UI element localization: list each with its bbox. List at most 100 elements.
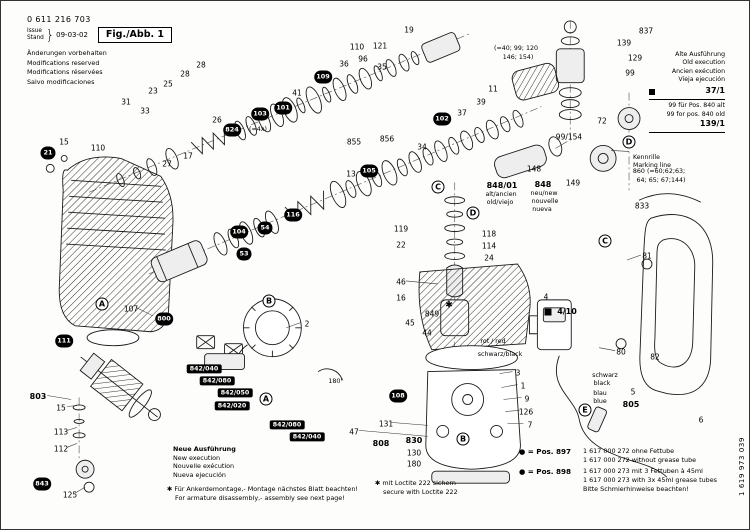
callout-180: 180 — [406, 459, 422, 469]
callout-856: 856 — [379, 134, 395, 144]
callout-842-020: 842/020 — [214, 401, 250, 411]
armature-washers-drawing — [72, 404, 95, 493]
sheet-header: 0 611 216 703 Issue Stand } 09-03-02 Fig… — [27, 15, 173, 87]
kennrille-en: Marking line — [633, 162, 671, 170]
armature-footnote-en: For armature disassembly,- assembly see … — [175, 494, 345, 503]
callout-96: 96 — [358, 54, 368, 64]
callout--: ✱ — [445, 300, 453, 311]
callout-9: 9 — [524, 394, 530, 404]
loctite-footnote: ✱ mit Loctite 222 sichern secure with Lo… — [375, 479, 458, 498]
new-execution-es: Nueva ejecución — [173, 470, 226, 479]
callout-842-040: 842/040 — [186, 364, 222, 374]
callout-54: 54 — [257, 221, 273, 235]
divider — [649, 99, 725, 101]
callout-17: 17 — [183, 151, 193, 161]
issue-date: 09-03-02 — [56, 31, 88, 39]
callout-860-60-62-63-: 860 (=60;62;63; — [632, 167, 686, 175]
callout-4: 4 — [543, 292, 549, 302]
callout-139: 139 — [616, 38, 632, 48]
callout-a: A — [259, 392, 273, 406]
callout-d: D — [466, 206, 480, 220]
loctite-footnote-de: ✱ mit Loctite 222 sichern — [375, 479, 456, 487]
callout-old-viejo: old/viejo — [486, 198, 514, 206]
callout-alt-ancien: alt/ancien — [485, 190, 517, 198]
callout-833: 833 — [634, 201, 650, 211]
old-execution-de: Alte Ausführung — [675, 51, 725, 58]
callout-842-080: 842/080 — [199, 376, 235, 386]
callout-101: 101 — [274, 101, 292, 115]
callout-148: 148 — [526, 164, 542, 174]
callout-842-050: 842/050 — [217, 388, 253, 398]
pos-99-note-en: 99 for pos. 840 old — [666, 110, 725, 118]
issue-label: Issue — [27, 28, 42, 35]
ratchet-gears-drawing — [589, 107, 641, 172]
notice-en: Modifications reserved — [27, 58, 100, 67]
pos-898-label: ● = Pos. 898 — [519, 467, 572, 477]
callout-7: 7 — [527, 420, 533, 430]
callout-118: 118 — [481, 229, 497, 239]
field-stator-drawing — [237, 298, 302, 367]
callout-rot-red: rot / red — [480, 337, 506, 345]
callout-33: 33 — [140, 106, 150, 116]
callout-4-10: 4/10 — [557, 307, 577, 316]
callout-849: 849 — [424, 309, 440, 319]
callout-41: 41 — [292, 88, 302, 98]
old-execution-en: Old execution — [682, 59, 725, 67]
callout-19: 19 — [404, 25, 414, 35]
callout-schwarz-black: schwarz/black — [477, 350, 523, 358]
callout-blue: blue — [593, 397, 607, 405]
callout-104: 104 — [230, 225, 248, 239]
callout-119: 119 — [393, 224, 409, 234]
callout-black: black — [593, 379, 611, 387]
hammer-tube-drawing — [494, 136, 563, 179]
callout-121: 121 — [372, 41, 388, 51]
callout-82: 82 — [650, 352, 660, 362]
new-execution-en: New execution — [173, 453, 221, 462]
callout-44: 44 — [422, 328, 432, 338]
pos-99-note-de: 99 für Pos. 840 alt — [668, 102, 725, 110]
issue-stand-row: Issue Stand } 09-03-02 Fig./Abb. 1 — [27, 27, 173, 43]
callout-b: B — [456, 432, 470, 446]
motor-housing-drawing — [45, 154, 174, 347]
callout-108: 108 — [389, 389, 407, 403]
callout-neu-new: neu/new — [530, 189, 558, 197]
callout-11: 11 — [488, 84, 498, 94]
armature-footnote: ✱ Für Ankerdemontage,- Montage nächstes … — [167, 485, 358, 504]
callout-131: 131 — [378, 419, 394, 429]
callout-800: 800 — [155, 312, 173, 326]
callout-47: 47 — [349, 427, 359, 437]
callout-1: 1 — [520, 381, 526, 391]
callout-nouvelle: nouvelle — [531, 197, 559, 205]
square-marker-icon — [544, 308, 552, 316]
callout-39: 39 — [476, 97, 486, 107]
pos-139-1-label: 139/1 — [699, 118, 725, 128]
pos-898-line1: 1 617 000 273 mit 3 Fettuben à 45ml — [583, 467, 703, 476]
old-execution-fr: Ancien exécution — [671, 67, 725, 75]
callout-24: 24 — [484, 253, 494, 263]
stand-label: Stand — [27, 35, 44, 41]
callout-111: 111 — [55, 334, 73, 348]
armature-drawing — [79, 352, 161, 422]
callout-81: 81 — [642, 251, 652, 261]
callout-843: 843 — [33, 477, 51, 491]
pos-897-line1: 1 617 000 272 ohne Fettube — [583, 447, 675, 455]
callout-25: 25 — [163, 79, 173, 89]
new-execution-de: Neue Ausführung — [173, 445, 236, 453]
callout-28: 28 — [196, 60, 206, 70]
callout-102: 102 — [433, 112, 451, 126]
callout-109: 109 — [314, 70, 332, 84]
callout-830: 830 — [405, 436, 423, 445]
callout-855: 855 — [346, 137, 362, 147]
callout-103: 103 — [251, 107, 269, 121]
callout-824: 824 — [223, 123, 241, 137]
callout-5: 5 — [630, 387, 636, 397]
callout-105: 105 — [360, 164, 378, 178]
callout-848: 848 — [534, 180, 552, 189]
callout-110: 110 — [90, 143, 106, 153]
callout-64-65-67-144-: 64; 65; 67;144) — [636, 176, 686, 184]
callout-15: 15 — [56, 403, 66, 413]
callout-107: 107 — [123, 304, 139, 314]
callout-72: 72 — [597, 116, 607, 126]
callout-nueva: nueva — [532, 205, 552, 213]
